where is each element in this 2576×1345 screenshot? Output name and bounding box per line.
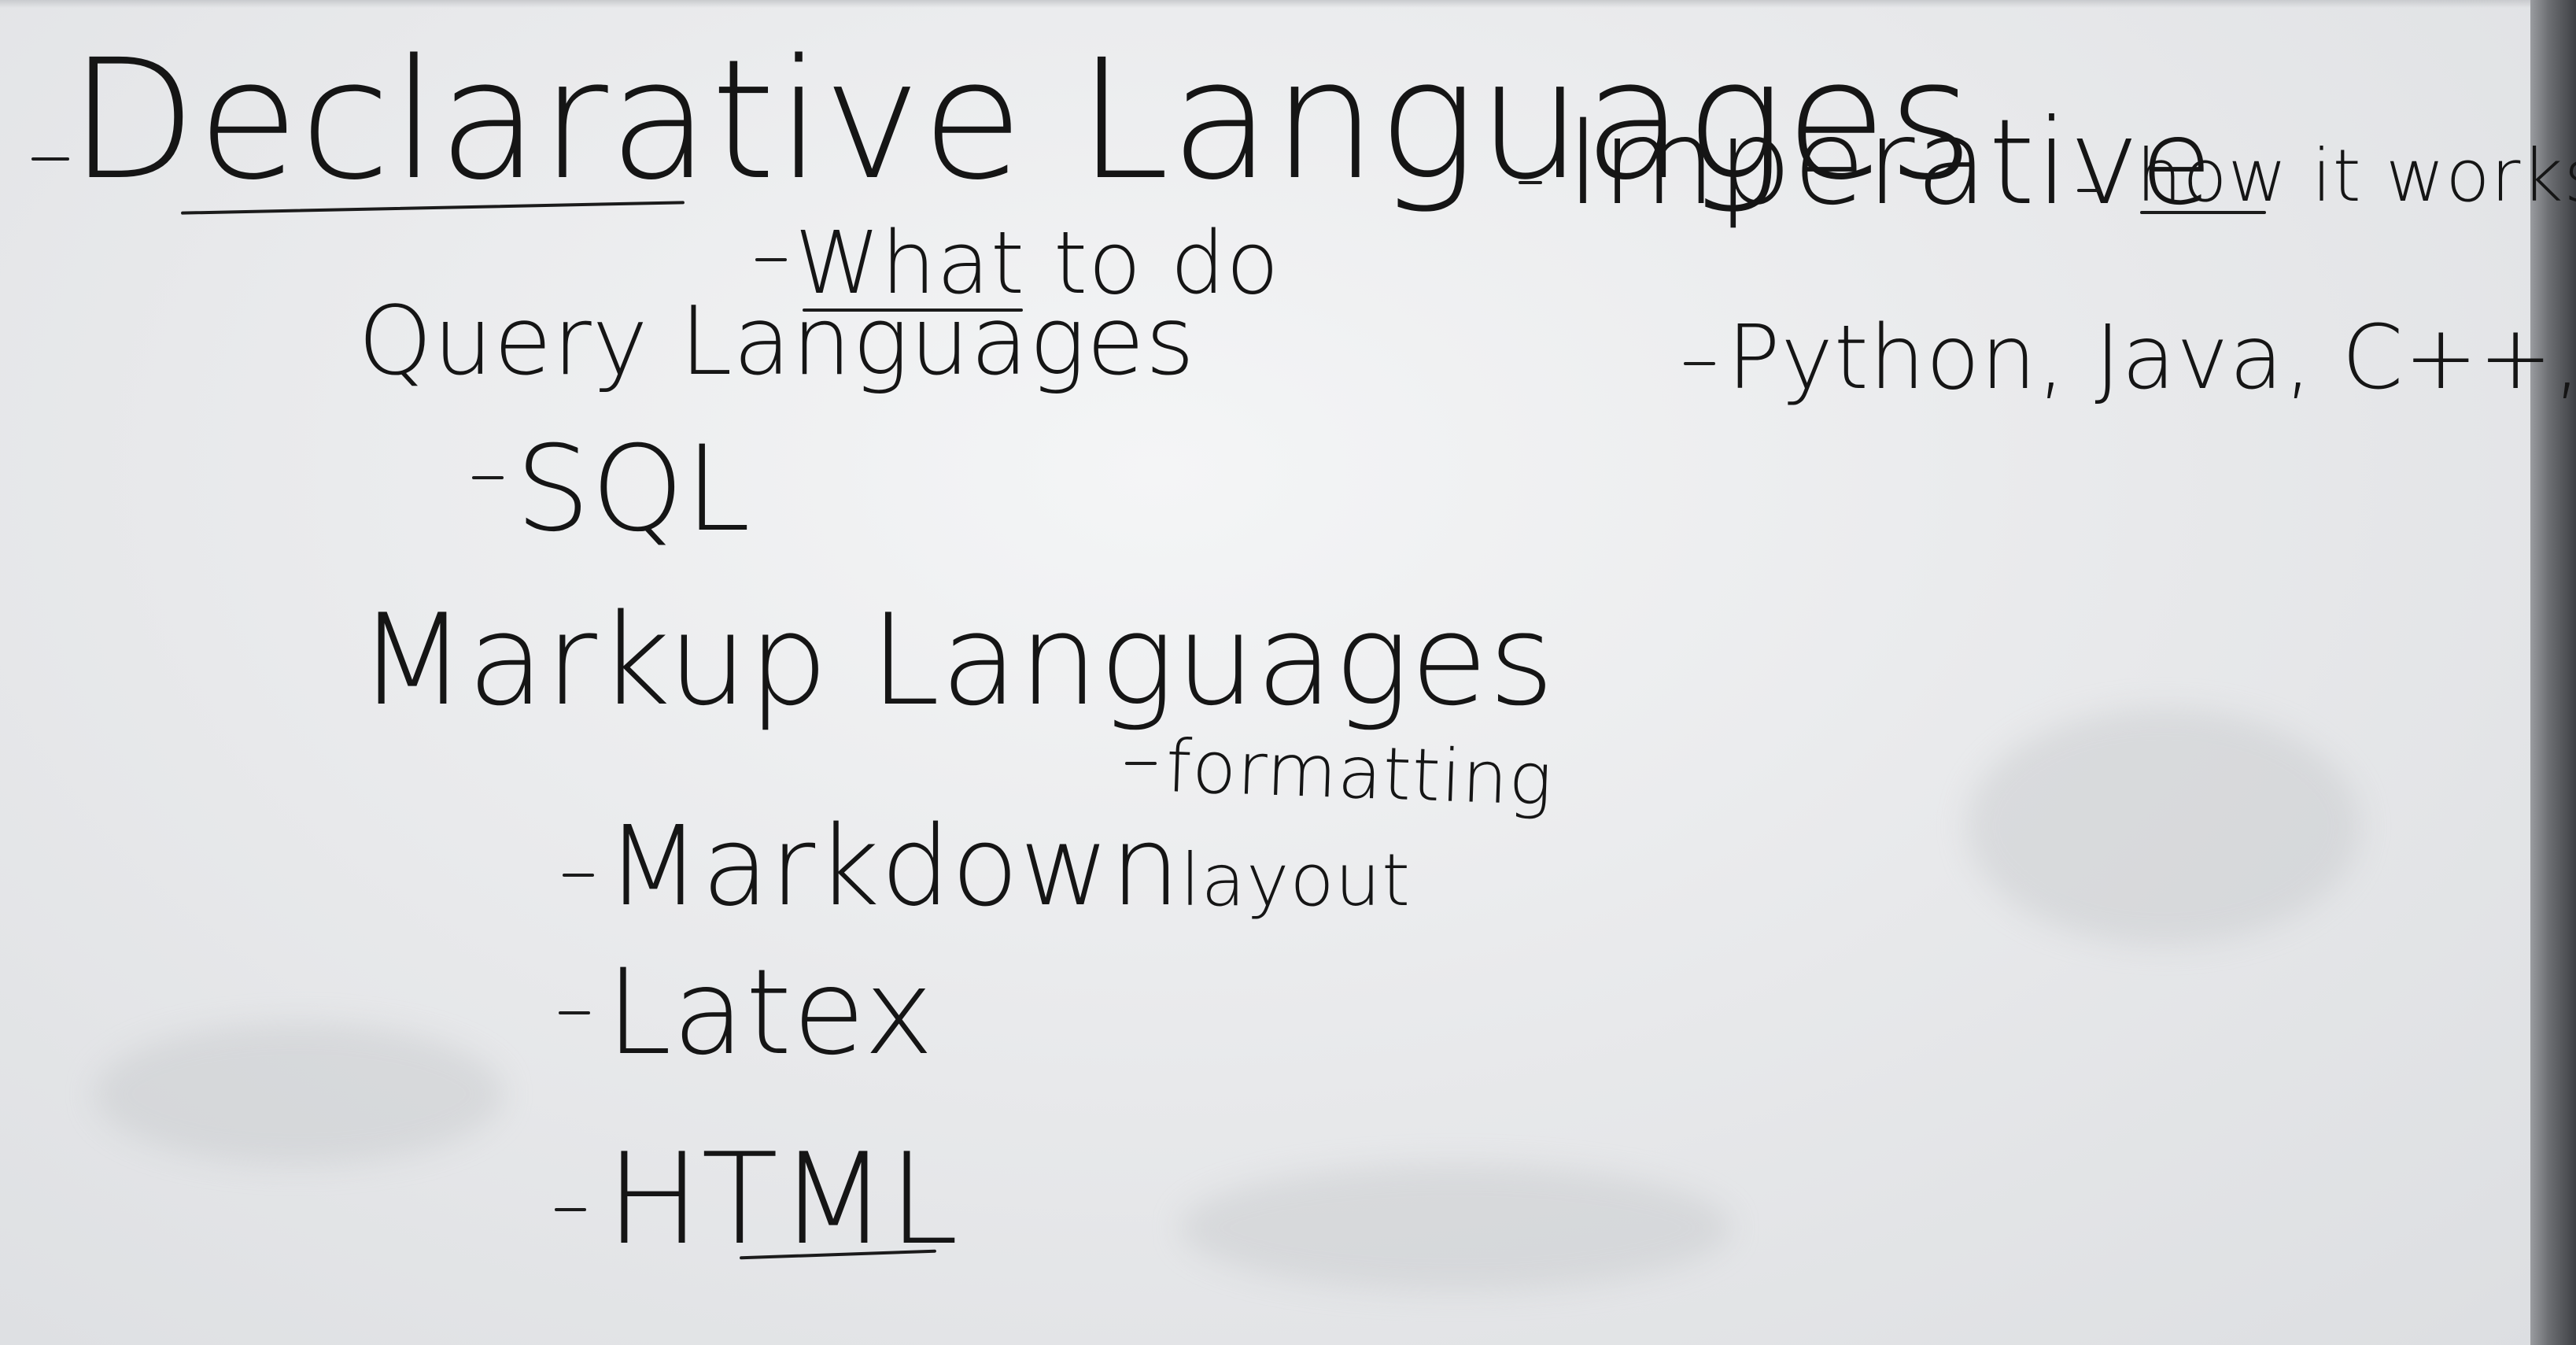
bullet-dash [755,258,787,261]
bullet-dash [1519,181,1542,184]
imperative-note: how it works [2136,134,2576,218]
bullet-dash [559,1011,590,1014]
bullet-dash [472,476,504,479]
query-item-sql: SQL [515,421,751,558]
bullet-dash [2077,189,2101,192]
markup-item-html: HTML [606,1125,960,1273]
eraser-smudge [1967,708,2360,944]
bullet-dash [555,1208,586,1211]
markup-purpose-formatting: formatting [1164,724,1555,822]
how-underline [2140,211,2266,214]
bullet-dash [31,157,69,161]
what-underline [803,309,1023,312]
markup-item-latex: Latex [606,944,935,1081]
declarative-title: Declarative Languages [69,24,1975,216]
eraser-smudge [94,1023,504,1165]
markup-item-markdown: Markdown [606,803,1181,931]
eraser-smudge [1180,1165,1731,1291]
imperative-examples: Python, Java, C++, etc... [1727,307,2576,409]
markup-purpose-layout: layout [1180,838,1412,922]
bullet-dash [563,874,594,877]
query-languages-heading: Query Languages [358,287,1196,397]
bullet-dash [1125,762,1157,765]
board-top-edge [0,0,2576,8]
imperative-title: Imperative [1566,94,2213,231]
markup-languages-heading: Markup Languages [358,586,1556,733]
declarative-subtitle: What to do [795,212,1280,313]
board-frame-right [2530,0,2576,1345]
bullet-dash [1684,362,1715,365]
